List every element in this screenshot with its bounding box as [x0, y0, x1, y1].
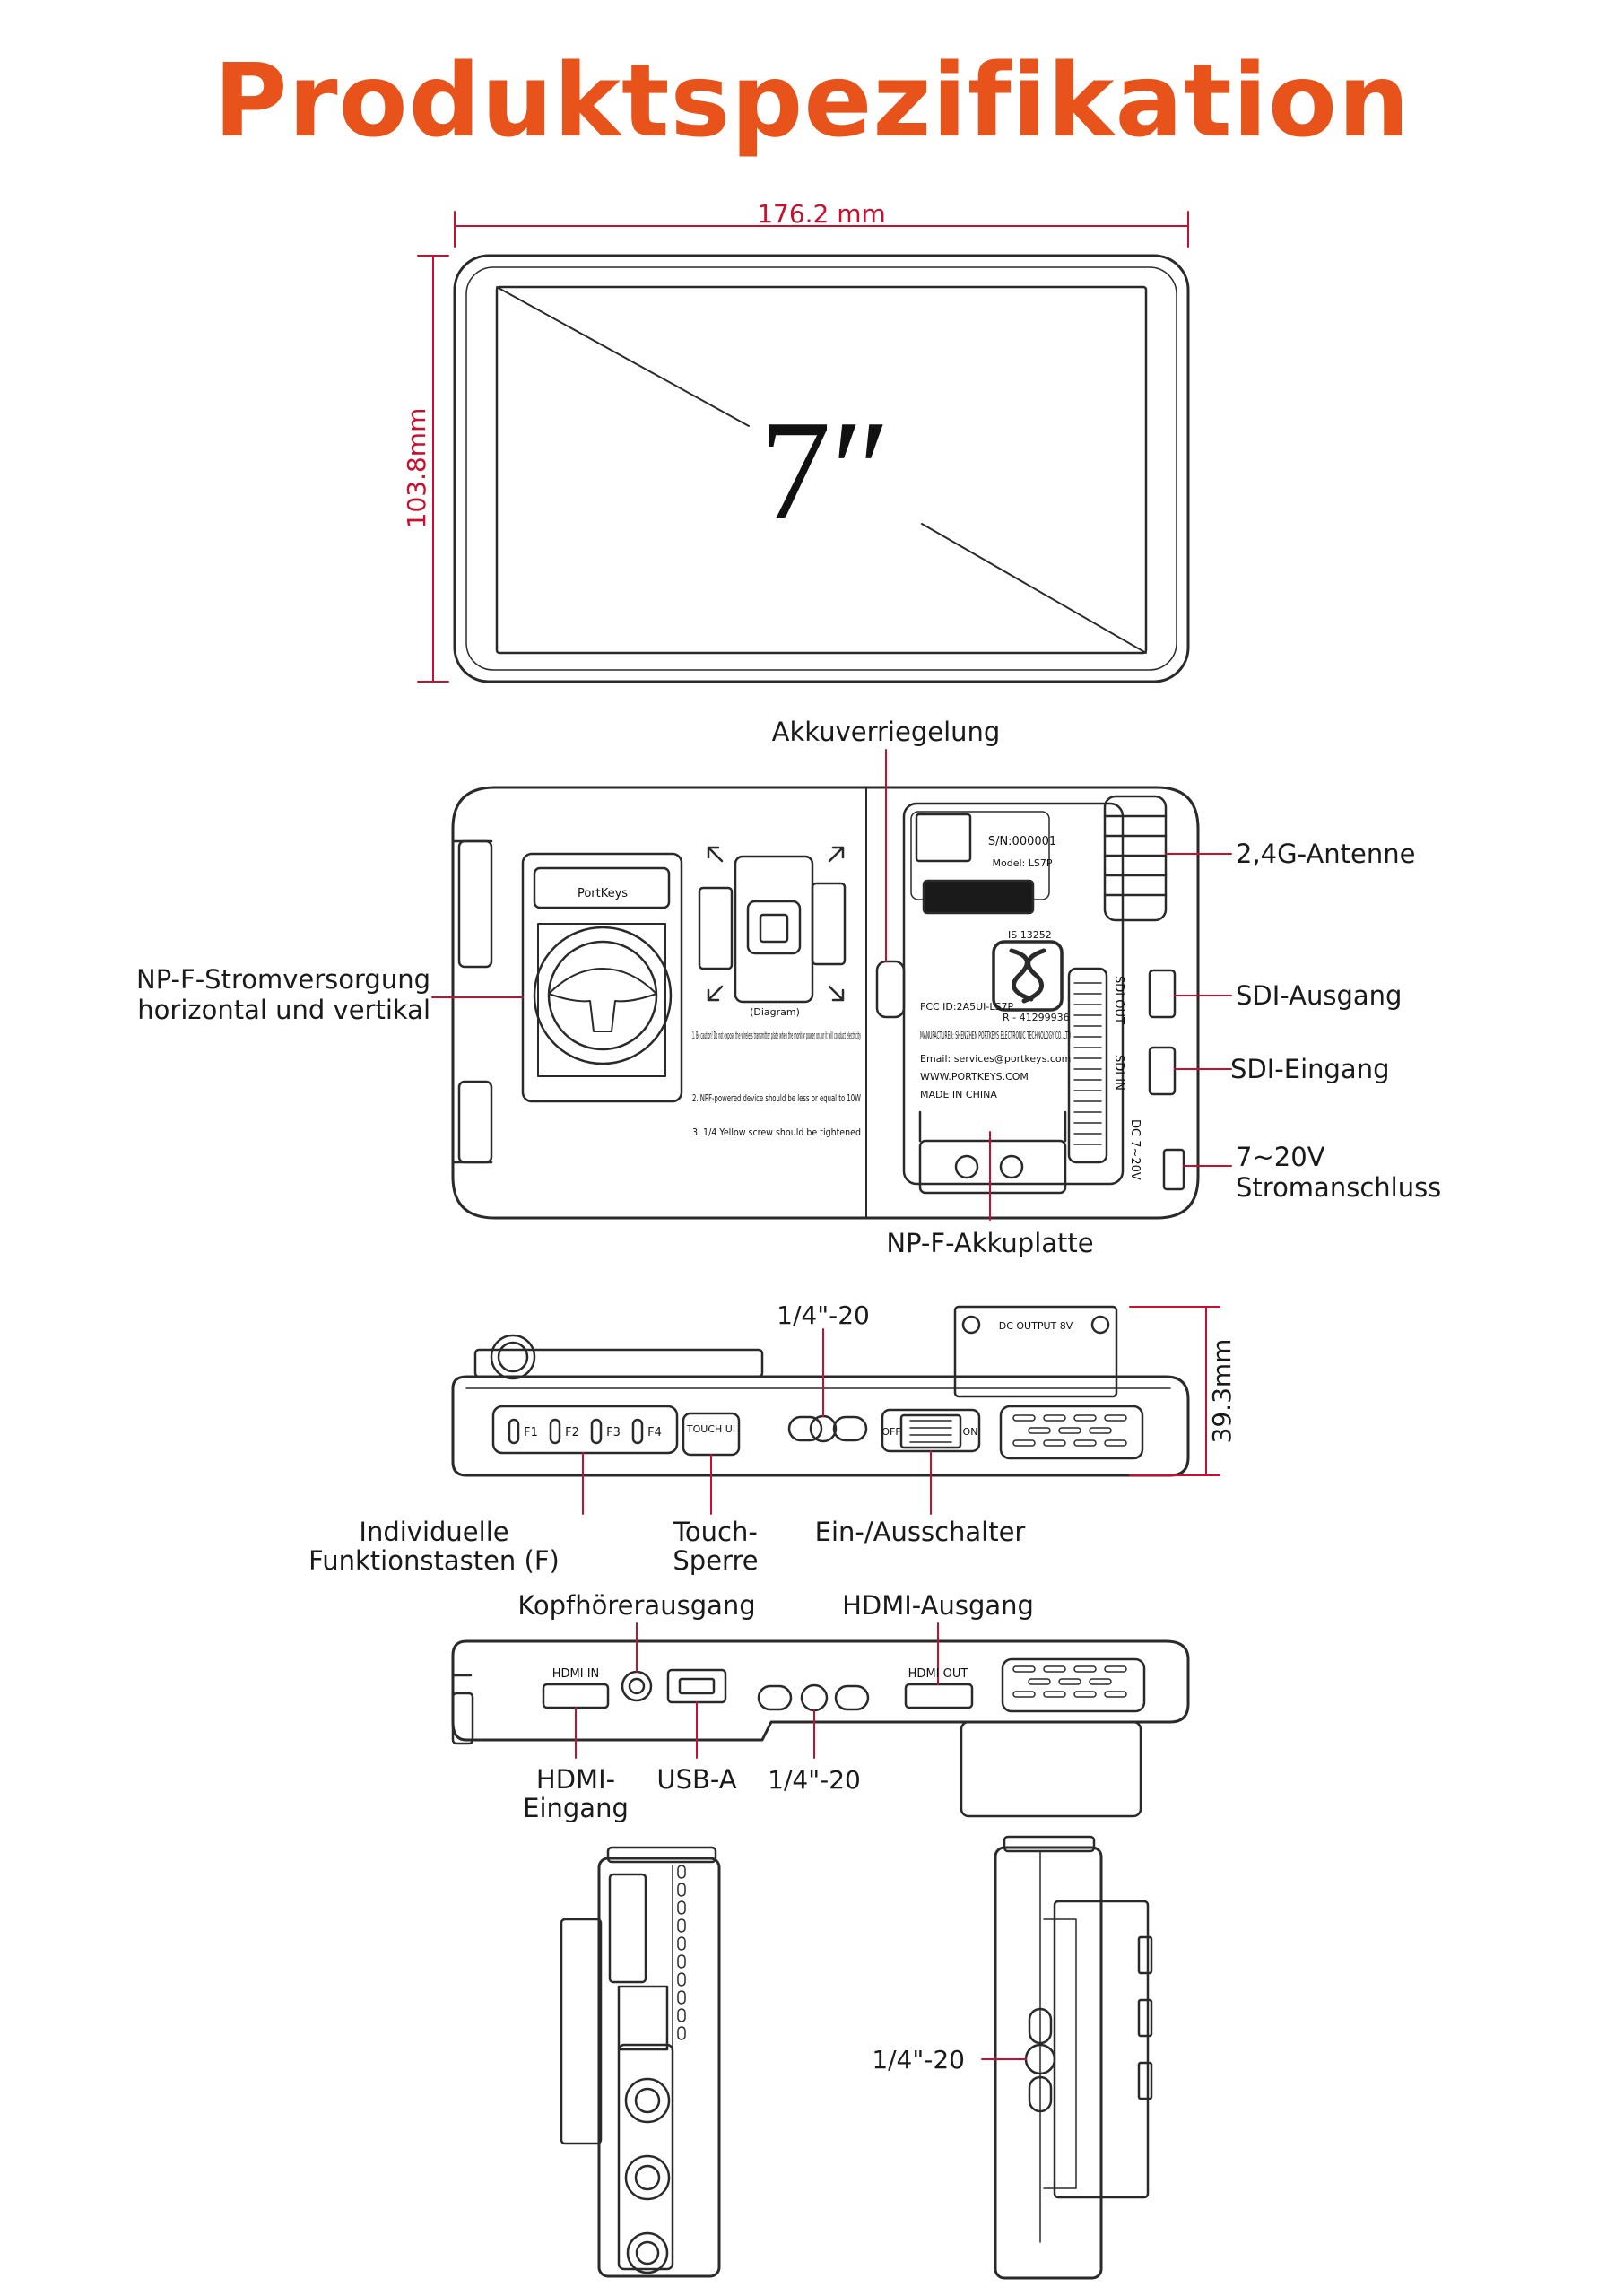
sticker-note-3: 3. 1/4 Yellow screw should be tightened [692, 1126, 861, 1138]
back-leaders [431, 749, 1232, 1221]
page-title: Produktspezifikation [213, 43, 1411, 160]
sticker-model: Model: LS7P [993, 857, 1053, 869]
label-sdi-in: SDI-Eingang [1230, 1054, 1389, 1084]
front-dimensions [417, 211, 1189, 683]
label-thread-top: 1/4"-20 [777, 1300, 870, 1330]
sticker-is: IS 13252 [1008, 929, 1052, 941]
label-function-keys-1: Individuelle [359, 1517, 508, 1547]
label-npf-power-2: horizontal und vertikal [137, 995, 430, 1025]
label-usb-a: USB-A [656, 1764, 736, 1795]
top-vent-slots [1012, 1414, 1127, 1447]
label-npf-power-1: NP-F-Stromversorgung [136, 964, 430, 995]
side-view-right [994, 1835, 1153, 2280]
key-f4: F4 [647, 1426, 662, 1439]
depth-dimension: 39.3mm [1207, 1339, 1237, 1444]
bottom-leaders [575, 1622, 939, 1759]
top-leaders [582, 1306, 1220, 1515]
port-dc: DC 7~20V [1128, 1119, 1142, 1180]
key-f2: F2 [565, 1426, 579, 1439]
screen-size-label: 7″ [760, 390, 891, 550]
port-sdi-out: SDI OUT [1112, 976, 1125, 1024]
label-hdmi-in-2: Eingang [523, 1793, 629, 1823]
top-view [451, 1305, 1190, 1477]
switch-on: ON [963, 1426, 978, 1438]
sticker-note-1: 1. Be caution! Do not expose the wireles… [692, 1030, 861, 1041]
sticker-fcc: FCC ID:2A5UI-LS7P [920, 1001, 1014, 1013]
sticker-serial: S/N:000001 [988, 835, 1056, 848]
label-touch-lock-1: Touch- [673, 1517, 758, 1547]
label-antenna: 2,4G-Antenne [1236, 839, 1415, 869]
port-hdmi-out: HDMI OUT [908, 1667, 968, 1681]
top-switch-grip [909, 1420, 952, 1443]
dc-output-label: DC OUTPUT 8V [999, 1320, 1073, 1332]
key-f1: F1 [524, 1426, 538, 1439]
touch-ui-key: TOUCH UI [686, 1423, 735, 1435]
sticker-email: Email: services@portkeys.com [920, 1053, 1071, 1065]
label-thread-bottom: 1/4"-20 [768, 1765, 861, 1795]
label-power-voltage: 7~20V [1236, 1142, 1325, 1172]
label-power-switch: Ein-/Ausschalter [815, 1517, 1026, 1547]
label-hdmi-out: HDMI-Ausgang [842, 1590, 1034, 1621]
port-hdmi-in: HDMI IN [552, 1667, 600, 1681]
front-view [453, 254, 1190, 683]
front-height-dimension: 103.8mm [402, 408, 431, 529]
label-touch-lock-2: Sperre [673, 1545, 758, 1576]
sticker-note-2: 2. NPF-powered device should be less or … [692, 1092, 861, 1104]
label-battery-lock: Akkuverriegelung [772, 717, 1001, 747]
label-power-port: Stromanschluss [1236, 1172, 1441, 1203]
back-view [451, 786, 1200, 1220]
front-width-dimension: 176.2 mm [757, 199, 886, 229]
sticker-manufacturer: MANUFACTURER: SHENZHEN PORTKEYS ELECTRON… [920, 1030, 1071, 1041]
sticker-made-in: MADE IN CHINA [920, 1089, 997, 1100]
back-vent-slots [1073, 982, 1102, 1145]
sticker-brand: PortKeys [578, 887, 628, 900]
side-view-left [560, 1846, 721, 2278]
switch-off: OFF [881, 1426, 900, 1438]
label-npf-plate: NP-F-Akkuplatte [886, 1228, 1093, 1258]
label-headphone: Kopfhörerausgang [517, 1590, 755, 1621]
label-thread-side: 1/4"-20 [872, 2045, 965, 2074]
port-sdi-in: SDI IN [1112, 1055, 1125, 1091]
label-function-keys-2: Funktionstasten (F) [308, 1545, 560, 1576]
bottom-vent-slots [1012, 1665, 1127, 1698]
side-view-left-vents [677, 1865, 686, 2040]
label-hdmi-in-1: HDMI- [536, 1764, 615, 1795]
sticker-r: R - 41299936 [1003, 1012, 1070, 1023]
sticker-web: WWW.PORTKEYS.COM [920, 1071, 1029, 1083]
key-f3: F3 [606, 1426, 621, 1439]
sticker-diagram: (Diagram) [750, 1006, 800, 1018]
label-sdi-out: SDI-Ausgang [1236, 980, 1402, 1011]
